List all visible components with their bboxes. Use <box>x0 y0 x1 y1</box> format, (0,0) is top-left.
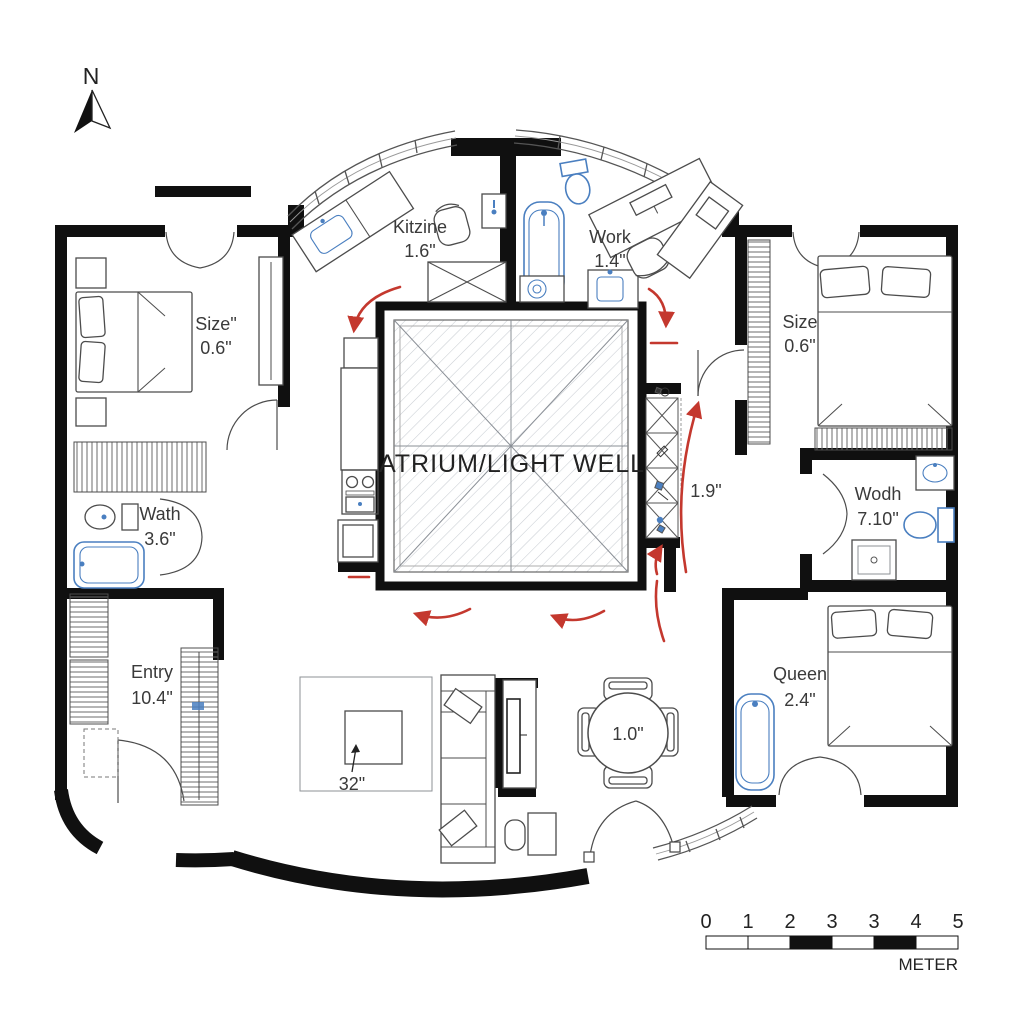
wardrobe <box>747 239 771 445</box>
entry: Entry 10.4" <box>69 593 219 806</box>
toilet <box>559 158 591 205</box>
scale-tick: 3 <box>826 911 837 933</box>
chair <box>504 819 526 851</box>
corridor-shelving <box>645 386 682 539</box>
atrium-label: ATRIUM/LIGHT WELL <box>379 450 645 478</box>
circulation-arrows <box>347 285 703 643</box>
kitchen-name: Kitzine <box>393 217 447 237</box>
dresser <box>814 427 953 451</box>
living-dim: 32" <box>339 774 365 794</box>
bed <box>817 255 953 427</box>
bedroom-top-right-name: Size <box>782 312 817 332</box>
scale-tick: 2 <box>784 911 795 933</box>
bathtub <box>735 693 775 791</box>
pillow <box>443 687 483 725</box>
scale-tick: 5 <box>952 911 963 933</box>
washer <box>519 275 565 303</box>
work-name: Work <box>589 227 632 247</box>
toilet <box>937 507 955 543</box>
entry-dim: 10.4" <box>131 688 172 708</box>
bedroom-bottom-right-dim: 2.4" <box>784 690 815 710</box>
bedroom-top-right: Size 0.6" <box>747 239 953 451</box>
desk <box>527 812 557 856</box>
sink-unit <box>587 269 639 309</box>
closet <box>69 659 109 725</box>
counter <box>340 367 379 471</box>
dining-dim: 1.0" <box>612 724 643 744</box>
pillow <box>819 265 871 299</box>
entry-name: Entry <box>131 662 173 682</box>
pillow <box>886 608 934 640</box>
shower <box>851 539 897 581</box>
scale-unit: METER <box>899 955 959 974</box>
scale-tick: 4 <box>910 911 921 933</box>
cooktop <box>341 469 379 515</box>
pillow <box>438 809 478 847</box>
nightstand <box>75 397 107 427</box>
kitchen-dim: 1.6" <box>404 241 435 261</box>
scale-tick: 0 <box>700 911 711 933</box>
scale-tick: 3 <box>868 911 879 933</box>
kitchen: Kitzine 1.6" <box>291 170 507 303</box>
bedroom-top-right-dim: 0.6" <box>784 336 815 356</box>
bedroom-bottom-right: Queen 2.4" <box>735 605 953 791</box>
bath-left-dim: 3.6" <box>144 529 175 549</box>
bath-right-name: Wodh <box>855 484 902 504</box>
bedroom-top-left: Size" 0.6" <box>73 256 284 493</box>
bed <box>75 291 193 393</box>
dining-area: 1.0" <box>577 677 679 789</box>
coffee-table <box>344 710 403 765</box>
tv <box>506 698 521 774</box>
north-label: N <box>83 63 100 89</box>
pillow <box>880 266 932 298</box>
living-room: 32" <box>299 674 557 864</box>
cabinet <box>337 519 379 563</box>
bathtub <box>73 541 145 589</box>
atrium-light-well: ATRIUM/LIGHT WELL <box>375 301 647 591</box>
scale-bar: 0 1 2 3 3 4 5 METER <box>700 911 963 974</box>
nightstand <box>75 257 107 289</box>
toilet <box>121 503 139 531</box>
pillow <box>830 609 878 639</box>
bath-left-name: Wath <box>139 504 180 524</box>
bath-right: Wodh 7.10" <box>851 455 955 581</box>
north-arrow: N <box>74 63 112 133</box>
corridor-right-dim: 1.9" <box>690 481 721 501</box>
shoe-cabinet <box>83 728 119 778</box>
chair <box>433 206 471 246</box>
scale-tick: 1 <box>742 911 753 933</box>
kitchen-strip <box>337 337 379 563</box>
kitchen-sink <box>310 214 353 254</box>
closet <box>69 593 109 658</box>
bedroom-bottom-right-name: Queen <box>773 664 827 684</box>
bath-right-dim: 7.10" <box>857 509 898 529</box>
kitchen-counter <box>291 170 415 273</box>
dining-table <box>587 692 669 774</box>
work-dim: 1.4" <box>594 251 625 271</box>
rug <box>299 676 433 792</box>
dresser <box>73 441 207 493</box>
bedroom-top-left-dim: 0.6" <box>200 338 231 358</box>
bed <box>827 605 953 747</box>
work-area: Work 1.4" <box>519 157 744 309</box>
bath-left: Wath 3.6" <box>73 503 181 589</box>
bedroom-top-left-name: Size" <box>195 314 236 334</box>
sink <box>915 455 955 491</box>
